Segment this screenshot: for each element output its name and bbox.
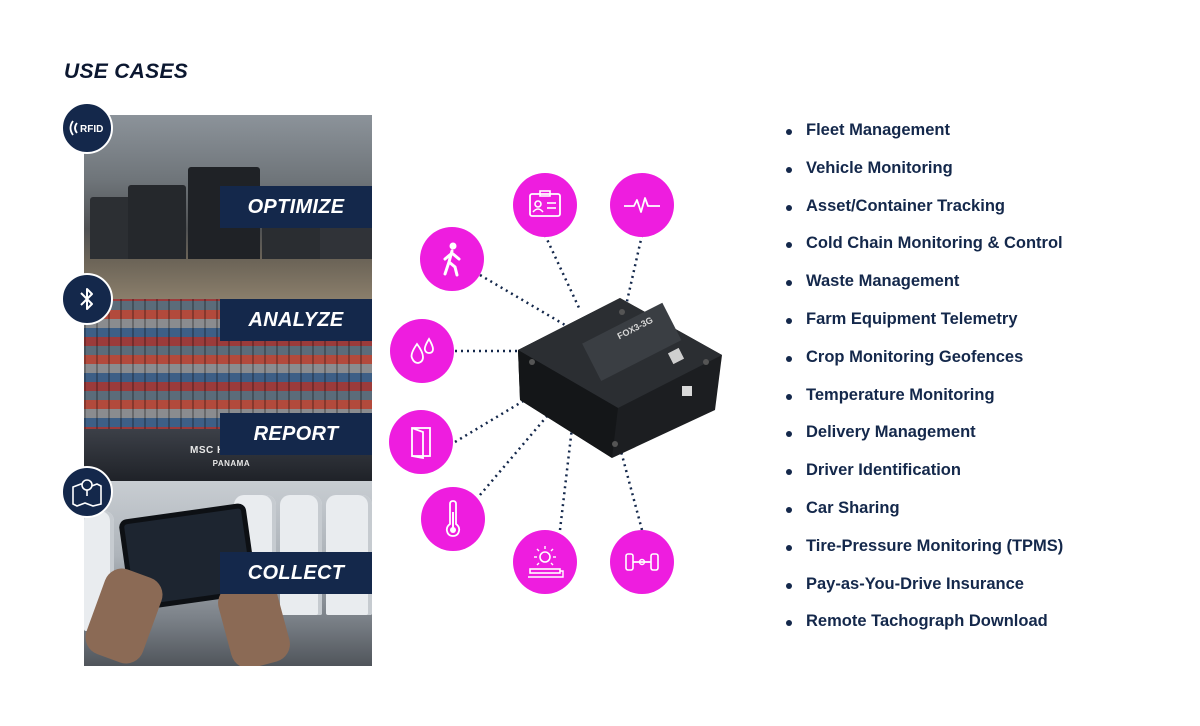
heartbeat-icon [610,173,674,237]
list-item: Crop Monitoring Geofences [784,348,1063,386]
list-item: Car Sharing [784,499,1063,537]
list-item: Temperature Monitoring [784,386,1063,424]
axle-tire-icon [610,530,674,594]
thermometer-icon [421,487,485,551]
list-item: Asset/Container Tracking [784,197,1063,235]
page-title: USE CASES [64,60,189,83]
list-item: Fleet Management [784,121,1063,159]
report-label: REPORT [220,413,372,455]
solar-sun-icon [513,530,577,594]
list-item: Pay-as-You-Drive Insurance [784,575,1063,613]
list-item: Delivery Management [784,423,1063,461]
door-icon [389,410,453,474]
use-case-list: Fleet Management Vehicle Monitoring Asse… [784,121,1063,650]
id-card-icon [513,173,577,237]
bluetooth-icon [61,273,113,325]
list-item: Waste Management [784,272,1063,310]
analyze-label: ANALYZE [220,299,372,341]
optimize-label: OPTIMIZE [220,186,372,228]
walking-person-icon [420,227,484,291]
list-item: Driver Identification [784,461,1063,499]
tracking-device-image: FOX3-3G [518,298,722,458]
list-item: Remote Tachograph Download [784,612,1063,650]
list-item: Farm Equipment Telemetry [784,310,1063,348]
water-drops-icon [390,319,454,383]
collect-label: COLLECT [220,552,372,594]
map-pin-icon [61,466,113,518]
list-item: Vehicle Monitoring [784,159,1063,197]
rfid-icon: RFID [61,102,113,154]
list-item: Tire-Pressure Monitoring (TPMS) [784,537,1063,575]
list-item: Cold Chain Monitoring & Control [784,234,1063,272]
rfid-text: RFID [80,124,103,135]
